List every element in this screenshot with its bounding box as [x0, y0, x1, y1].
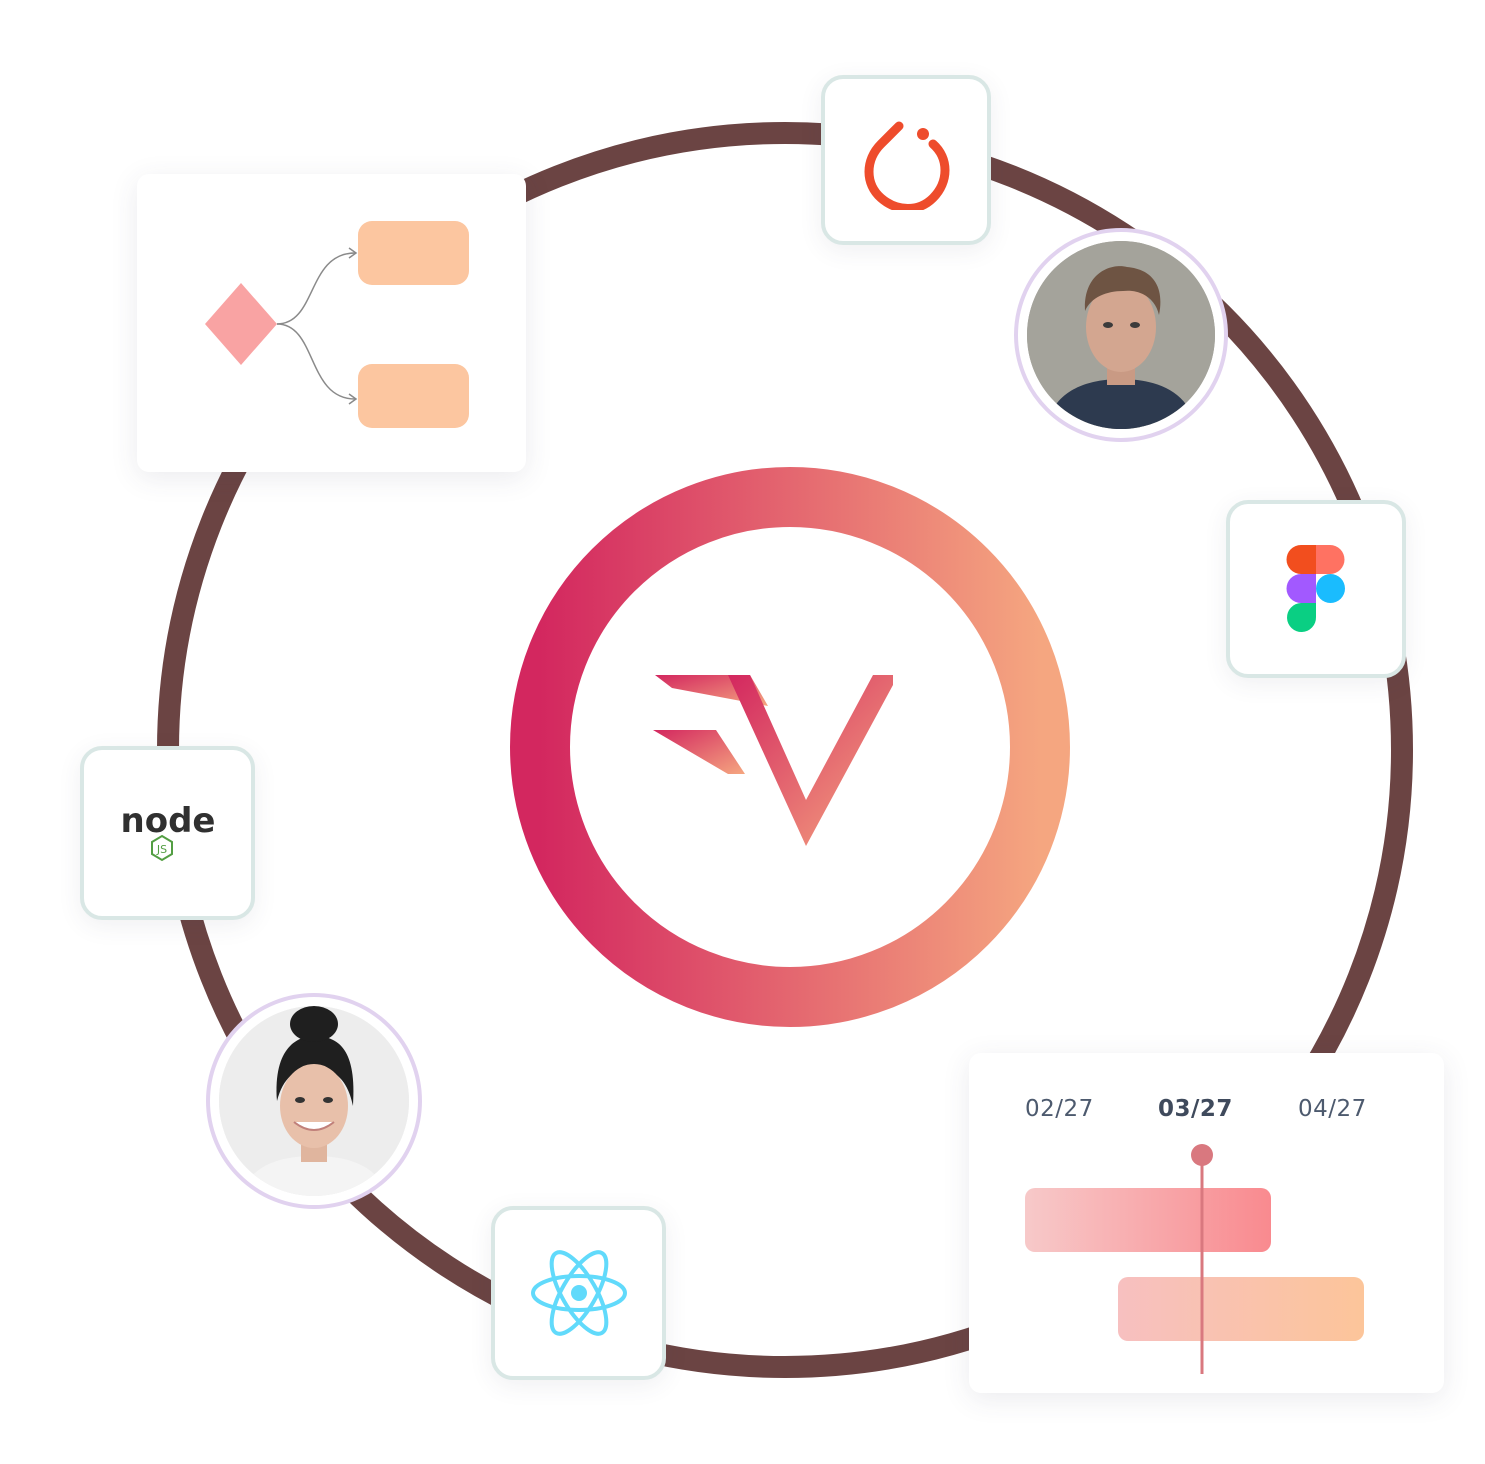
js-hexagon	[150, 834, 173, 862]
timeline-marker-knob	[1191, 1144, 1213, 1166]
figma-icon	[1286, 545, 1345, 632]
avatar-man[interactable]	[1014, 228, 1228, 442]
timeline-bar-2	[1118, 1277, 1364, 1341]
process-box-bottom	[358, 364, 469, 428]
flowchart-card	[137, 174, 526, 472]
avatar-woman-photo	[219, 1006, 409, 1196]
timeline-date-current: 03/27	[1158, 1096, 1233, 1122]
timeline-chart	[1025, 1144, 1364, 1374]
connector-top	[276, 252, 356, 325]
figma-tile[interactable]	[1226, 500, 1406, 678]
flowchart-diagram	[205, 221, 469, 428]
js-badge: JS	[155, 843, 166, 856]
center-logo	[510, 467, 1070, 1027]
connector-bottom	[276, 323, 356, 400]
timeline-date-start: 02/27	[1025, 1096, 1094, 1122]
brand-v-icon	[653, 675, 893, 846]
node-wordmark: node	[120, 801, 215, 841]
nodejs-icon: node JS	[120, 801, 215, 862]
nodejs-tile[interactable]: node JS	[80, 746, 255, 920]
pytorch-tile[interactable]	[821, 75, 991, 245]
timeline-date-end: 04/27	[1298, 1096, 1367, 1122]
process-box-top	[358, 221, 469, 285]
react-icon	[530, 1250, 627, 1336]
decision-diamond	[205, 283, 277, 365]
avatar-man-photo	[1027, 241, 1215, 429]
pytorch-icon	[864, 121, 950, 210]
timeline-bar-1	[1025, 1188, 1271, 1252]
react-tile[interactable]	[491, 1206, 666, 1380]
avatar-woman[interactable]	[206, 993, 422, 1209]
